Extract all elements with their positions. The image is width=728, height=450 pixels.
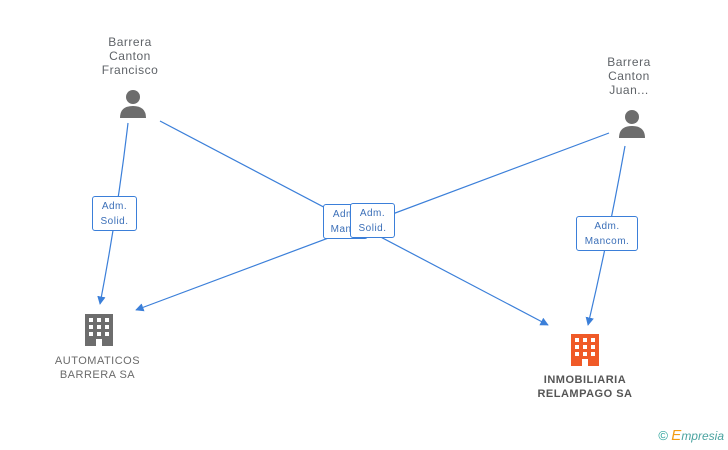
person-name-francisco[interactable]: Barrera Canton Francisco — [101, 35, 159, 77]
building-icon-highlight[interactable] — [571, 334, 599, 366]
role-badge-juan-automaticos[interactable]: Adm. Solid. — [350, 203, 395, 238]
company-name-inmobiliaria[interactable]: INMOBILIARIA RELAMPAGO SA — [537, 374, 633, 400]
person-icon[interactable] — [120, 90, 146, 118]
company-name-automaticos[interactable]: AUTOMATICOS BARRERA SA — [54, 355, 141, 381]
empresia-watermark: © Empresia — [658, 427, 724, 444]
building-icon[interactable] — [85, 314, 113, 346]
brand-logo: Empresia — [671, 427, 724, 444]
role-badge-francisco-automaticos[interactable]: Adm. Solid. — [92, 196, 137, 231]
role-badge-juan-inmobiliaria[interactable]: Adm. Mancom. — [576, 216, 638, 251]
person-name-juan[interactable]: Barrera Canton Juan... — [607, 55, 651, 97]
person-icon[interactable] — [619, 110, 645, 138]
copyright-icon: © — [658, 428, 668, 443]
